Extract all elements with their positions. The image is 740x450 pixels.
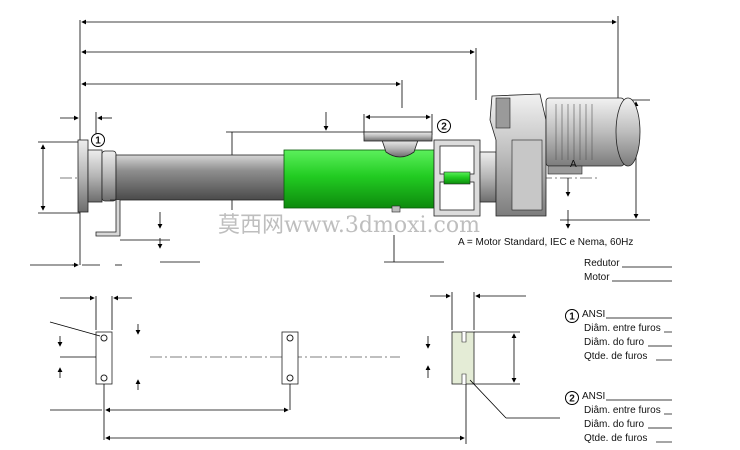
flange1-bolt-circle-label: Diâm. entre furos bbox=[584, 323, 661, 334]
reducer-label: Redutor bbox=[584, 258, 620, 269]
flange2-hole-qty-label: Qtde. de furos bbox=[584, 433, 647, 444]
flange2-bolt-circle-label: Diâm. entre furos bbox=[584, 405, 661, 416]
spec-callout-1: 1 bbox=[569, 312, 575, 323]
motor-a-marker: A bbox=[570, 159, 577, 170]
suction-flange bbox=[363, 131, 433, 142]
svg-text:1: 1 bbox=[95, 136, 101, 147]
electric-motor bbox=[545, 97, 625, 167]
discharge-body bbox=[101, 150, 117, 202]
shaft-housing bbox=[479, 151, 497, 203]
motor-note: A = Motor Standard, IEC e Nema, 60Hz bbox=[458, 237, 633, 248]
foot-plate-2 bbox=[281, 331, 299, 385]
discharge-neck bbox=[87, 149, 103, 203]
callout-1: 1 bbox=[91, 133, 105, 147]
stator-tube bbox=[115, 154, 287, 201]
flange2-standard-label: ANSI bbox=[582, 391, 605, 402]
callout-2: 2 bbox=[437, 119, 451, 133]
suction-neck bbox=[381, 139, 419, 158]
motor-label: Motor bbox=[584, 272, 610, 283]
svg-text:2: 2 bbox=[441, 122, 447, 133]
flange1-hole-qty-label: Qtde. de furos bbox=[584, 351, 647, 362]
spec-callout-2: 2 bbox=[569, 394, 575, 405]
pump-side-view bbox=[60, 93, 641, 237]
watermark: 莫西网www.3dmoxi.com bbox=[218, 213, 480, 238]
flange1-standard-label: ANSI bbox=[582, 309, 605, 320]
overall-dimensions bbox=[30, 16, 650, 268]
support-foot-left bbox=[95, 199, 121, 237]
motor-fan-cover bbox=[615, 97, 641, 167]
flange2-hole-dia-label: Diâm. do furo bbox=[584, 419, 644, 430]
suction-housing bbox=[283, 149, 435, 209]
plan-view-feet bbox=[49, 292, 560, 444]
foot-plate-1 bbox=[95, 331, 113, 385]
flange1-hole-dia-label: Diâm. do furo bbox=[584, 337, 644, 348]
discharge-flange bbox=[77, 139, 89, 213]
spec-table: Redutor Motor 1 ANSI Diâm. entre furos D… bbox=[565, 258, 672, 444]
